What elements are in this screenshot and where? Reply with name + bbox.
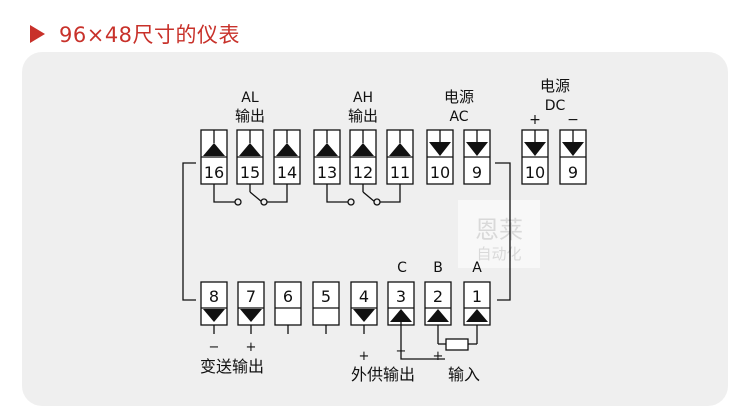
top-terminal-7: 9 [463, 129, 491, 185]
input-label: 输入 [448, 365, 480, 384]
watermark-line2: 自动化 [476, 245, 521, 263]
bottom-terminal-5: 3 [387, 281, 415, 326]
bottom-terminal-4-number: 4 [359, 287, 369, 306]
arrow-down-icon [562, 142, 584, 156]
aux-power-output-label: 外供输出 [351, 365, 415, 384]
top-terminal-7-number: 9 [472, 163, 482, 182]
top-terminal-5-number: 11 [390, 163, 410, 182]
bottom-terminal-5-number: 3 [396, 287, 406, 306]
dc-plus-label: + [529, 112, 541, 128]
dc-label-line2: DC [545, 98, 566, 114]
ac-label-line1: 电源 [444, 88, 474, 106]
arrow-up-icon [389, 143, 411, 156]
arrow-up-icon [316, 143, 338, 156]
bottom-terminal-7: 1 [463, 281, 491, 326]
arrow-down-icon [353, 309, 375, 322]
top-terminal-1-number: 15 [240, 163, 260, 182]
top-terminal-2: 14 [273, 129, 301, 185]
triangle-right-icon [30, 25, 45, 43]
arrow-up-icon [390, 309, 412, 322]
bottom-terminal-1: 7 [237, 281, 265, 326]
dc-terminal-1-number: 9 [568, 163, 578, 182]
arrow-up-icon [352, 143, 374, 156]
top-terminal-2-number: 14 [277, 163, 297, 182]
input-resistor [445, 338, 469, 351]
dc-terminal-0-number: 10 [525, 163, 545, 182]
top-terminal-0-number: 16 [204, 163, 224, 182]
bottom-terminal-3: 5 [312, 281, 340, 326]
bottom-terminal-6: 2 [424, 281, 452, 326]
dc-terminal-1: 9 [559, 129, 587, 185]
ah-label-line1: AH [353, 90, 373, 106]
top-terminal-1: 15 [236, 129, 264, 185]
arrow-up-icon [466, 309, 488, 322]
bottom-terminal-7-number: 1 [472, 287, 482, 306]
input-letter-a: A [472, 260, 482, 276]
bottom-terminal-4: 4 [350, 281, 378, 326]
t3-sign: − [396, 344, 407, 359]
arrow-up-icon [239, 143, 261, 156]
bottom-terminal-row: 8 7 6 5 4 3 2 1 [200, 281, 491, 326]
dc-terminal-row: 10 9 [521, 129, 587, 185]
top-terminal-5: 11 [386, 129, 414, 185]
arrow-up-icon [276, 143, 298, 156]
bottom-terminal-1-number: 7 [246, 287, 256, 306]
ah-label-line2: 输出 [348, 107, 378, 125]
watermark-box [458, 200, 540, 268]
ac-label-line2: AC [449, 109, 468, 125]
dc-label-line1: 电源 [540, 77, 570, 95]
bottom-terminal-2: 6 [274, 281, 302, 326]
al-label-line1: AL [241, 90, 259, 106]
frame-wires [182, 162, 511, 301]
bottom-terminal-0: 8 [200, 281, 228, 326]
top-terminal-row: 16 15 14 13 12 11 10 9 [200, 129, 491, 185]
top-terminal-4: 12 [349, 129, 377, 185]
arrow-up-icon [427, 309, 449, 322]
al-label-line2: 输出 [235, 107, 265, 125]
bottom-terminal-0-number: 8 [209, 287, 219, 306]
top-terminal-6: 10 [426, 129, 454, 185]
top-terminal-3: 13 [313, 129, 341, 185]
watermark-line1: 恩莱 [475, 216, 523, 244]
top-terminal-6-number: 10 [430, 163, 450, 182]
bottom-terminal-2-number: 6 [283, 287, 293, 306]
bottom-terminal-3-number: 5 [321, 287, 331, 306]
arrow-down-icon [429, 142, 451, 156]
bottom-terminal-2-frame [274, 281, 302, 326]
arrow-down-icon [240, 309, 262, 322]
top-terminal-4-number: 12 [353, 163, 373, 182]
section-header: 96×48尺寸的仪表 [30, 16, 240, 52]
ah-relay-wiring [326, 184, 401, 206]
input-letter-b: B [433, 260, 443, 276]
dc-minus-label: − [567, 112, 579, 128]
input-letter-c: C [397, 260, 407, 276]
t2-sign: + [433, 349, 444, 364]
arrow-up-icon [203, 143, 225, 156]
al-relay-wiring [213, 184, 288, 206]
arrow-down-icon [524, 142, 546, 156]
bottom-leads [213, 320, 478, 360]
section-title: 96×48尺寸的仪表 [59, 23, 241, 47]
arrow-down-icon [203, 309, 225, 322]
t4-sign: + [359, 349, 370, 364]
arrow-down-icon [466, 142, 488, 156]
transmit-output-label: 变送输出 [200, 357, 264, 376]
top-terminal-3-number: 13 [317, 163, 337, 182]
dc-terminal-0: 10 [521, 129, 549, 185]
t7-sign: + [246, 340, 257, 355]
bottom-terminal-6-number: 2 [433, 287, 443, 306]
top-terminal-0: 16 [200, 129, 228, 185]
t8-sign: − [209, 340, 220, 355]
